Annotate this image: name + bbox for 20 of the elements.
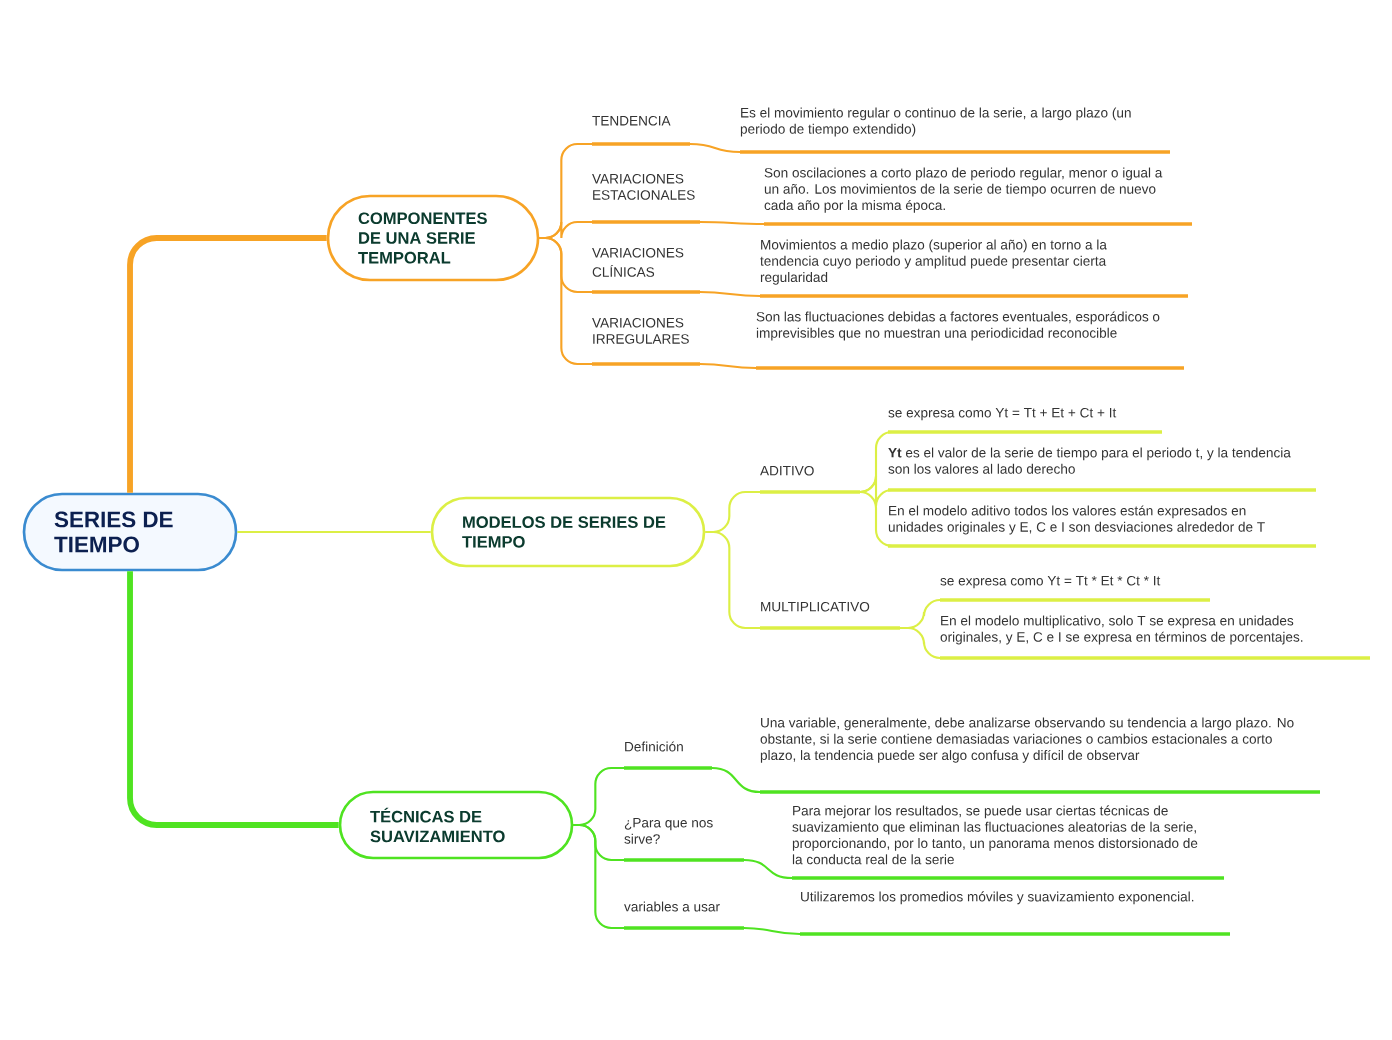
connector-line bbox=[539, 236, 592, 366]
connector-line bbox=[859, 474, 894, 508]
connector-line bbox=[859, 490, 894, 548]
connector-line bbox=[711, 766, 761, 794]
connector-line bbox=[127, 235, 327, 493]
connector-line bbox=[744, 926, 801, 936]
connector-line bbox=[689, 142, 741, 154]
connector-line bbox=[573, 823, 624, 930]
connector-line bbox=[127, 571, 339, 828]
connector-line bbox=[700, 220, 764, 226]
connector-line bbox=[700, 362, 757, 370]
topic-box: SERIES DE TIEMPO bbox=[22, 492, 238, 572]
topic-box: MODELOS DE SERIES DE TIEMPO bbox=[430, 496, 706, 568]
connector-line bbox=[700, 290, 760, 298]
connector-line bbox=[237, 530, 431, 534]
topic-box: TÉCNICAS DE SUAVIZAMIENTO bbox=[338, 790, 574, 860]
topic-box: COMPONENTES DE UNA SERIE TEMPORAL bbox=[326, 194, 540, 282]
connector-line bbox=[900, 626, 941, 660]
connector-line bbox=[705, 530, 760, 630]
connector-line bbox=[743, 858, 793, 880]
